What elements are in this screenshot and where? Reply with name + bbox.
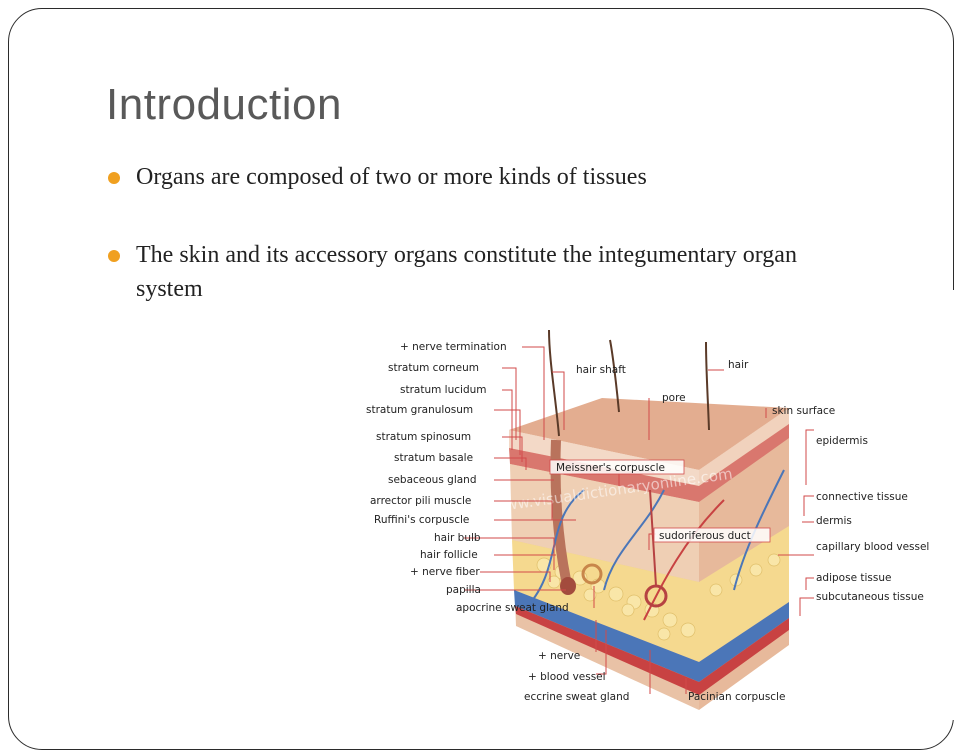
skin-diagram: www.visualdictionaryonline.com — [344, 290, 960, 720]
bullet-text: The skin and its accessory organs consti… — [136, 242, 797, 302]
bullet-text: Organs are composed of two or more kinds… — [136, 164, 647, 190]
label-papilla: papilla — [446, 584, 481, 596]
bullet-item: The skin and its accessory organs consti… — [108, 238, 828, 306]
label-pore: pore — [662, 392, 686, 404]
label-dermis: dermis — [816, 515, 852, 527]
bullet-dot-icon — [108, 250, 120, 262]
label-eccrine-sweat-gland: eccrine sweat gland — [524, 691, 629, 703]
label-skin-surface: skin surface — [772, 405, 835, 417]
label-hair: hair — [728, 359, 749, 371]
label-epidermis: epidermis — [816, 435, 868, 447]
label-nerve-fiber: + nerve fiber — [410, 566, 480, 578]
bullet-item: Organs are composed of two or more kinds… — [108, 160, 828, 194]
slide-title: Introduction — [106, 80, 342, 129]
label-sebaceous-gland: sebaceous gland — [388, 474, 477, 486]
label-blood-vessel: + blood vessel — [528, 671, 606, 683]
label-nerve: + nerve — [538, 650, 580, 662]
label-hair-shaft: hair shaft — [576, 364, 626, 376]
left-leaders — [464, 346, 595, 608]
label-stratum-corneum: stratum corneum — [388, 362, 479, 374]
bullet-dot-icon — [108, 172, 120, 184]
label-stratum-granulosum: stratum granulosum — [366, 404, 473, 416]
label-ruffinis-corpuscle: Ruffini's corpuscle — [374, 514, 469, 526]
label-stratum-spinosum: stratum spinosum — [376, 431, 471, 443]
label-apocrine-sweat-gland: apocrine sweat gland — [456, 602, 569, 614]
label-capillary-blood-vessel: capillary blood vessel — [816, 541, 929, 553]
label-hair-follicle: hair follicle — [420, 549, 478, 561]
label-adipose-tissue: adipose tissue — [816, 572, 891, 584]
label-hair-bulb: hair bulb — [434, 532, 481, 544]
label-sudoriferous-duct: sudoriferous duct — [659, 530, 751, 542]
label-stratum-basale: stratum basale — [394, 452, 473, 464]
label-pacinian-corpuscle: Pacinian corpuscle — [688, 691, 785, 703]
label-meissners-corpuscle: Meissner's corpuscle — [556, 462, 665, 474]
label-nerve-termination: + nerve termination — [400, 341, 507, 353]
label-subcutaneous-tissue: subcutaneous tissue — [816, 591, 924, 603]
bullet-list: Organs are composed of two or more kinds… — [108, 160, 828, 306]
label-arrector-pili-muscle: arrector pili muscle — [370, 495, 471, 507]
label-connective-tissue: connective tissue — [816, 491, 908, 503]
label-stratum-lucidum: stratum lucidum — [400, 384, 487, 396]
